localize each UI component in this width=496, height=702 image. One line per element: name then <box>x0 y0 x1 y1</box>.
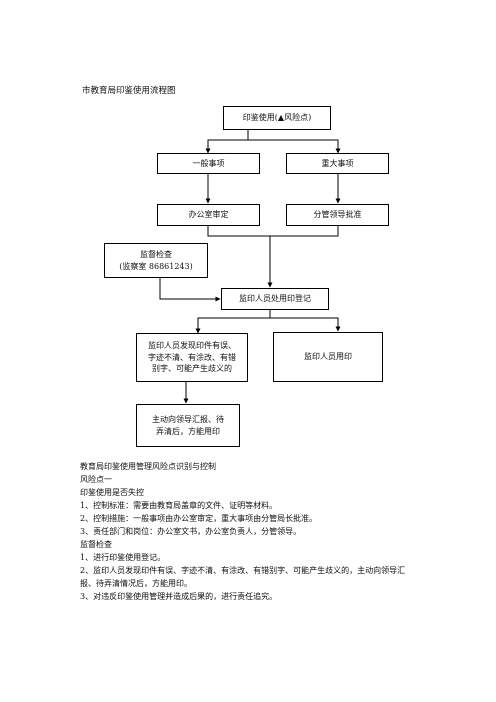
risk-section: 教育局印鉴使用管理风险点识别与控制 风险点一 印鉴使用是否失控 1、控制标准：需… <box>80 460 410 603</box>
flow-top-box: 印鉴使用(▲风险点) <box>223 106 331 130</box>
check-heading: 监督检查 <box>80 540 112 549</box>
flow-leader-approve-box: 分管领导批准 <box>286 204 389 226</box>
arrow-supervision-to-register <box>159 278 221 302</box>
arrow-top-to-major <box>248 139 341 154</box>
arrow-register-to-use <box>270 317 341 332</box>
flow-office-review-box: 办公室审定 <box>157 204 260 226</box>
risk-line-2: 2、控制措施：一般事项由办公室审定，重大事项由分管局长批准。 <box>80 514 318 523</box>
arrow-top-to-general <box>205 130 249 154</box>
check-line-1: 1、进行印鉴使用登记。 <box>80 553 166 562</box>
risk-line-3: 3、责任部门和岗位：办公室文书，办公室负责人，分管领导。 <box>80 527 302 536</box>
check-line-3: 3、对违反印鉴使用管理并造成后果的，进行责任追究。 <box>80 592 278 601</box>
arrow-register-to-issue <box>195 310 271 334</box>
flow-general-box: 一般事项 <box>157 153 260 174</box>
risk-heading: 教育局印鉴使用管理风险点识别与控制 <box>80 462 216 471</box>
supervision-line-2: (监察室 86861243) <box>119 261 193 271</box>
flow-register-box: 监印人员处用印登记 <box>221 288 329 310</box>
flow-use-seal-box: 监印人员用印 <box>273 332 383 382</box>
risk-item: 印鉴使用是否失控 <box>80 488 144 497</box>
arrow-merge-to-register <box>207 226 339 237</box>
risk-line-1: 1、控制标准：需要由教育局盖章的文件、证明等材料。 <box>80 501 278 510</box>
check-line-2: 2、监印人员发现印件有误、字迹不清、有涂改、有错别字、可能产生歧义的，主动向领导… <box>80 566 406 588</box>
flow-major-box: 重大事项 <box>286 153 389 174</box>
flow-supervision-box: 监督检查 (监察室 86861243) <box>104 243 208 278</box>
supervision-line-1: 监督检查 <box>140 249 172 259</box>
risk-point: 风险点一 <box>80 475 112 484</box>
flow-report-box: 主动向领导汇报、待弄清后，方能用印 <box>136 404 240 447</box>
flow-found-issue-box: 监印人员发现印件有误、字迹不清、有涂改、有错别字、可能产生歧义的 <box>136 333 248 382</box>
page-title: 市教育局印鉴使用流程图 <box>82 86 176 96</box>
